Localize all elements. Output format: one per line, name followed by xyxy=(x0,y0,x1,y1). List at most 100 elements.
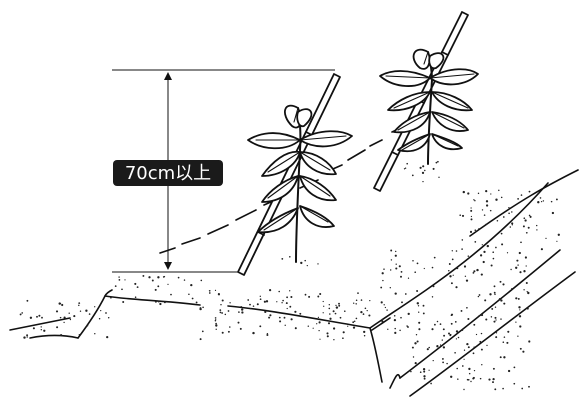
soil-dot xyxy=(385,307,386,308)
soil-dot xyxy=(202,331,204,333)
soil-dot xyxy=(423,312,425,314)
soil-dot xyxy=(510,226,512,228)
soil-dot xyxy=(420,167,422,169)
soil-dot xyxy=(200,338,202,340)
soil-dot xyxy=(530,216,532,218)
soil-dot xyxy=(423,368,425,370)
soil-dot xyxy=(492,381,494,383)
soil-dot xyxy=(344,310,346,312)
soil-dot xyxy=(80,311,81,312)
soil-dot xyxy=(305,294,307,296)
soil-dot xyxy=(259,325,261,327)
soil-dot xyxy=(216,329,217,330)
soil-dot xyxy=(157,285,159,287)
soil-dot xyxy=(413,356,414,357)
soil-dot xyxy=(382,272,384,274)
soil-dot xyxy=(56,326,58,328)
soil-dot xyxy=(190,284,192,286)
soil-dot xyxy=(457,378,459,380)
soil-dot xyxy=(163,276,165,278)
soil-dot xyxy=(215,324,217,326)
soil-dot xyxy=(436,162,438,164)
soil-dot xyxy=(380,287,382,289)
soil-dot xyxy=(494,285,496,287)
soil-dot xyxy=(493,321,495,323)
soil-dot xyxy=(495,306,496,307)
soil-dot xyxy=(26,300,28,302)
soil-dot xyxy=(357,292,359,294)
soil-dot xyxy=(517,264,518,265)
soil-dot xyxy=(486,345,487,346)
soil-dot xyxy=(238,311,240,313)
soil-dot xyxy=(417,263,419,265)
front-seedling xyxy=(248,106,352,262)
soil-texture xyxy=(20,161,560,390)
soil-dot xyxy=(412,175,414,177)
soil-dot xyxy=(135,296,137,298)
soil-dot xyxy=(474,229,476,231)
soil-dot xyxy=(60,334,62,336)
soil-dot xyxy=(300,262,302,264)
soil-dot xyxy=(295,327,297,329)
soil-dot xyxy=(506,342,508,344)
soil-dot xyxy=(440,323,442,325)
arrow-down-icon xyxy=(164,262,172,270)
soil-dot xyxy=(304,260,306,262)
soil-dot xyxy=(442,339,443,340)
soil-dot xyxy=(215,290,216,291)
soil-dot xyxy=(323,301,324,302)
soil-dot xyxy=(456,330,458,332)
soil-dot xyxy=(523,289,524,290)
soil-dot xyxy=(291,318,293,320)
soil-dot xyxy=(536,229,537,230)
soil-dot xyxy=(78,302,80,304)
soil-dot xyxy=(279,320,281,322)
soil-dot xyxy=(481,314,483,316)
soil-dot xyxy=(434,257,436,259)
soil-dot xyxy=(178,277,180,279)
soil-dot xyxy=(56,310,58,312)
soil-dot xyxy=(485,190,487,192)
soil-dot xyxy=(458,337,460,339)
soil-dot xyxy=(319,321,321,323)
soil-dot xyxy=(527,308,529,310)
soil-dot xyxy=(500,318,501,319)
soil-dot xyxy=(220,312,222,314)
soil-dot xyxy=(456,250,458,252)
soil-dot xyxy=(124,279,125,280)
soil-dot xyxy=(519,315,521,317)
soil-dot xyxy=(408,313,410,315)
soil-dot xyxy=(473,346,474,347)
soil-dot xyxy=(142,275,144,277)
soil-dot xyxy=(209,292,211,294)
soil-dot xyxy=(443,346,445,348)
soil-dot xyxy=(410,371,411,372)
soil-dot xyxy=(249,304,251,306)
soil-dot xyxy=(452,250,453,251)
soil-dot xyxy=(529,191,531,193)
soil-dot xyxy=(281,302,282,303)
soil-dot xyxy=(461,329,463,331)
soil-dot xyxy=(478,296,479,297)
soil-dot xyxy=(264,301,266,303)
soil-dot xyxy=(215,317,217,319)
soil-dot xyxy=(464,265,466,267)
soil-dot xyxy=(287,308,288,309)
soil-dot xyxy=(484,214,486,216)
soil-dot xyxy=(487,245,489,247)
path-edge xyxy=(390,375,400,388)
soil-dot xyxy=(405,293,407,295)
soil-dot xyxy=(494,294,495,295)
soil-dot xyxy=(319,339,320,340)
soil-dot xyxy=(395,251,396,252)
soil-dot xyxy=(479,294,481,296)
soil-dot xyxy=(423,305,425,307)
soil-dot xyxy=(41,317,43,319)
soil-dot xyxy=(515,321,516,322)
soil-dot xyxy=(495,199,497,201)
soil-dot xyxy=(473,199,474,200)
soil-dot xyxy=(483,251,485,253)
soil-dot xyxy=(155,289,157,291)
soil-dot xyxy=(188,293,190,295)
soil-dot xyxy=(313,328,314,329)
